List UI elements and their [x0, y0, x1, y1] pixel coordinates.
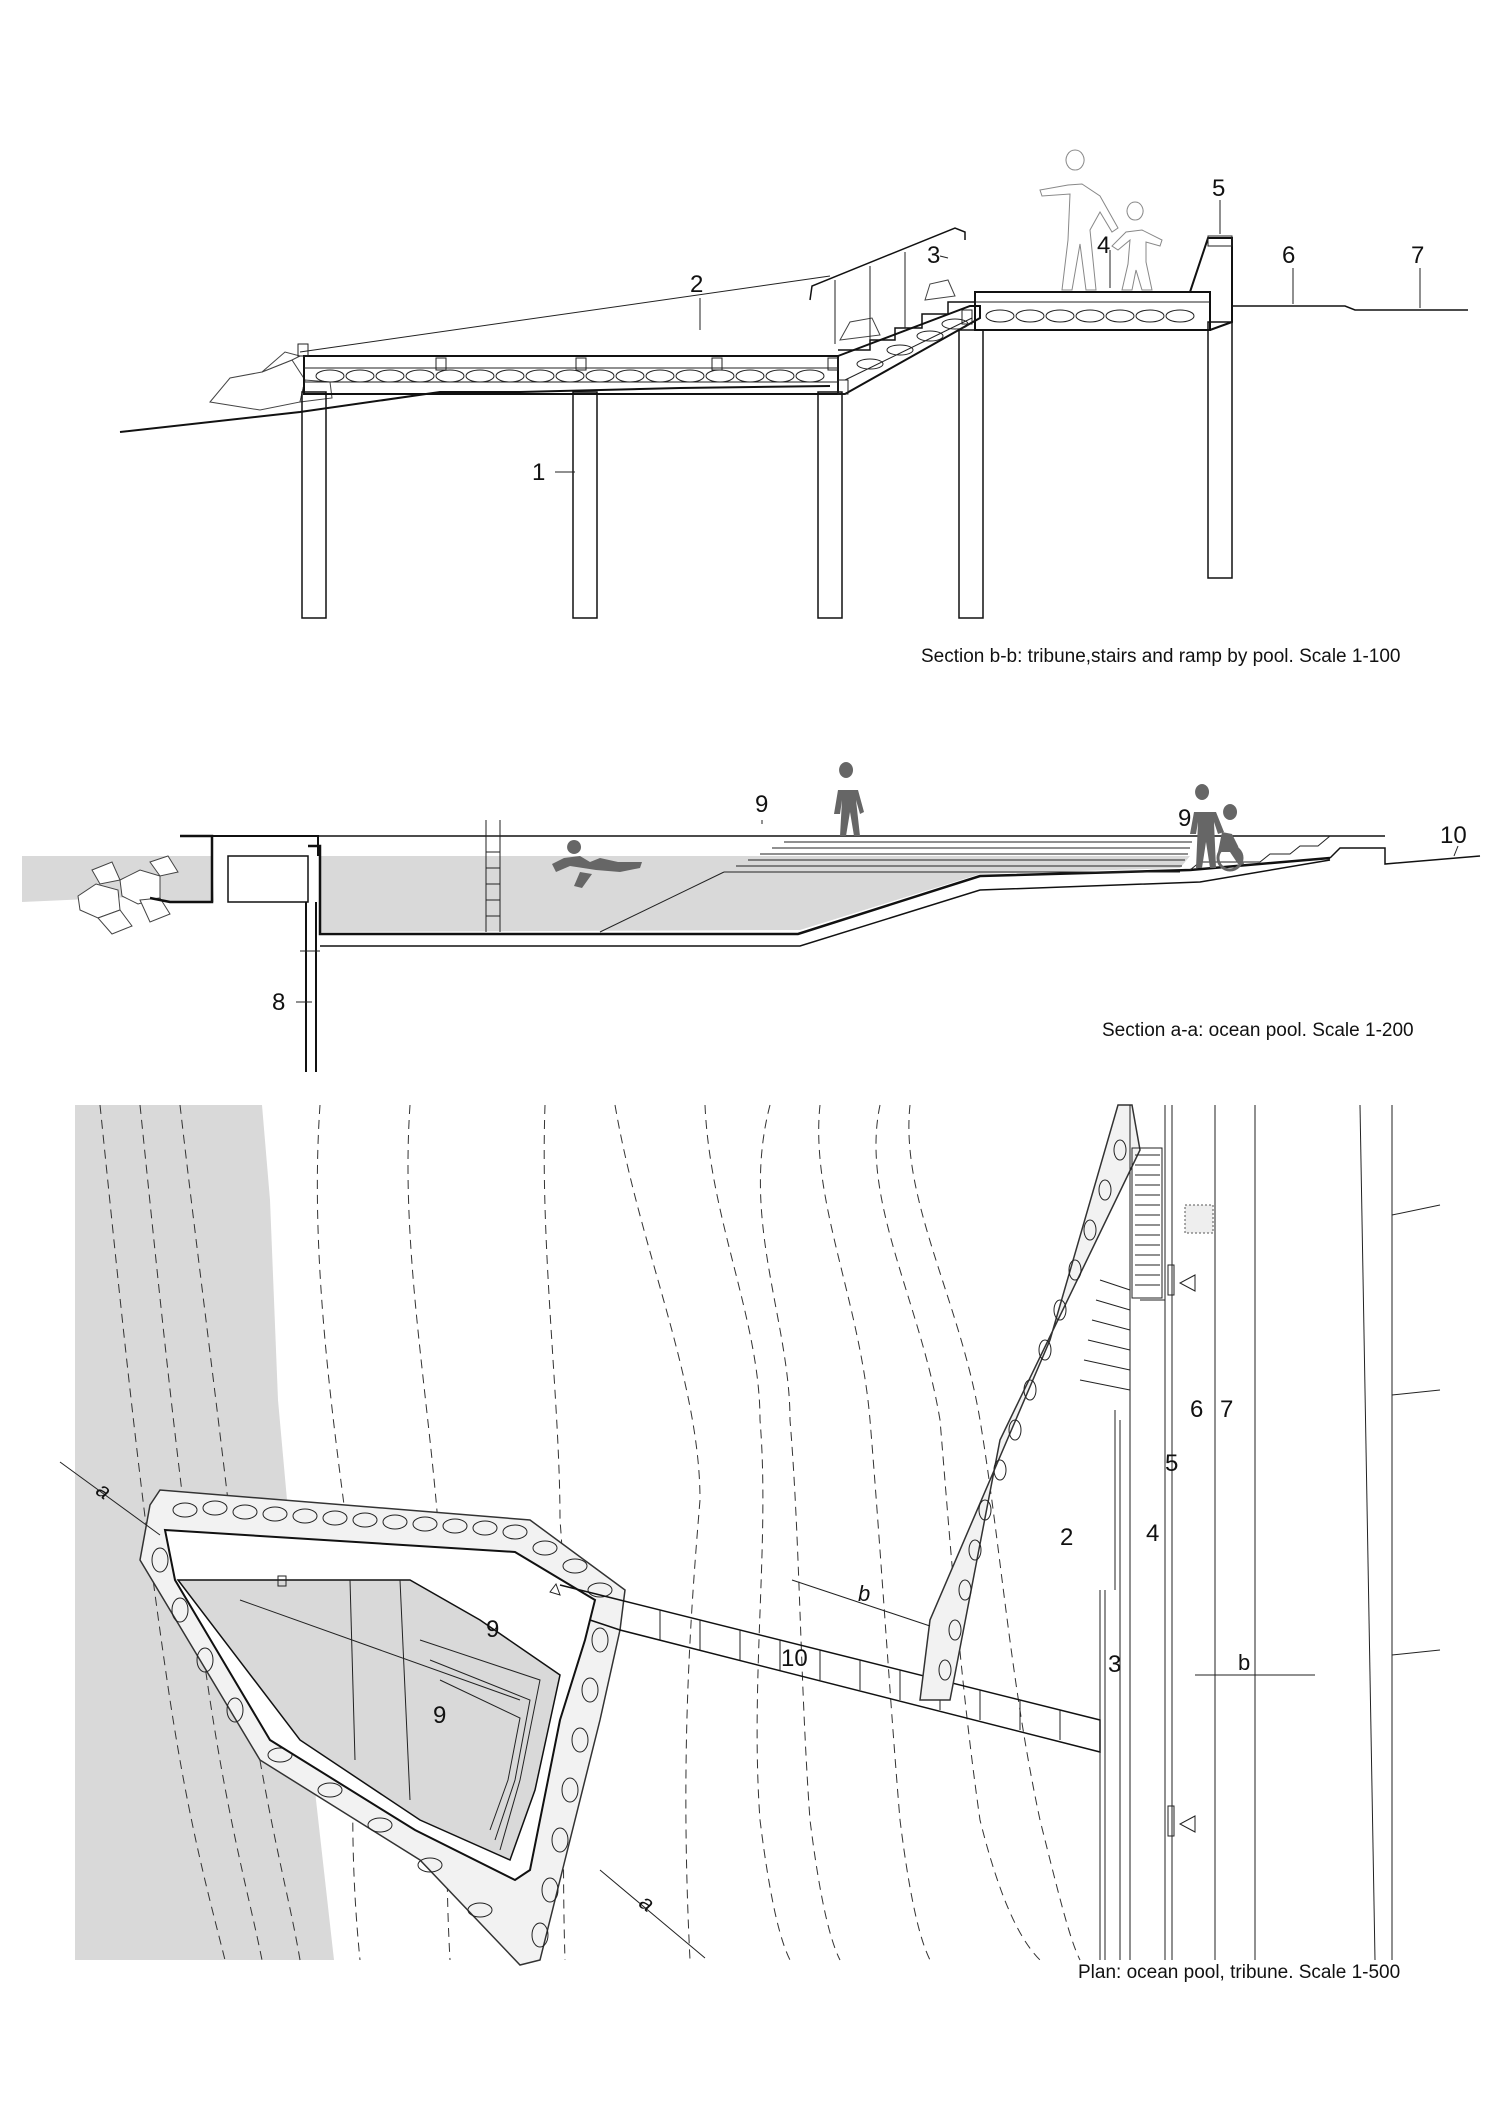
callout-9-b: 9: [1178, 805, 1191, 832]
coastal-stone-band: [919, 1104, 1141, 1701]
callout-2: 2: [690, 271, 703, 298]
coastal-stone-texture: [938, 1139, 1127, 1681]
plan-callout-5: 5: [1165, 1450, 1178, 1477]
piles: [301, 321, 1233, 619]
cut-marker-b-right: b: [1238, 1650, 1250, 1675]
callout-6: 6: [1282, 242, 1295, 269]
rocks: [209, 351, 333, 411]
plan-callout-9-large: 9: [433, 1702, 446, 1729]
plan-pool-water: [176, 1579, 561, 1862]
shore-rocks: [77, 855, 179, 935]
callout-8: 8: [272, 989, 285, 1016]
plan-callout-3: 3: [1108, 1651, 1121, 1678]
plan-callout-9-small: 9: [486, 1616, 499, 1643]
plan-callout-2: 2: [1060, 1524, 1073, 1551]
plan-callout-6: 6: [1190, 1396, 1203, 1423]
section-bb-leaders: [555, 200, 1421, 473]
callout-4: 4: [1097, 232, 1110, 259]
people-silhouettes: [1039, 149, 1163, 291]
stairs: [838, 279, 976, 351]
road-line: [1232, 305, 1468, 311]
section-aa-caption: Section a-a: ocean pool. Scale 1-200: [1102, 1020, 1414, 1041]
swimmer-silhouette: [552, 840, 642, 888]
wheelchair-group-silhouette: [1190, 784, 1244, 872]
promenade-lines: [1099, 1104, 1441, 1961]
callout-10: 10: [1440, 822, 1467, 849]
upper-deck: [974, 291, 1211, 331]
cut-lines: [59, 1461, 1315, 1959]
plan-caption: Plan: ocean pool, tribune. Scale 1-500: [1078, 1962, 1400, 1983]
direction-markers: [1167, 1264, 1196, 1837]
pool-floor-lines: [239, 1575, 541, 1851]
ground-line: [119, 385, 831, 433]
lower-deck: [297, 343, 839, 395]
plan: a a b b 2 3 4 5 6 7 9 9 10 Plan: ocean p…: [59, 1104, 1441, 1983]
plan-callout-4: 4: [1146, 1520, 1159, 1547]
hatch-patch: [1184, 1204, 1214, 1234]
callout-3: 3: [927, 242, 940, 269]
ladder: [485, 820, 501, 932]
pool-structure: [149, 834, 1481, 1072]
handrail: [299, 227, 966, 353]
section-bb: 1 2 3 4 5 6 7 Section b-b: tribune,stair…: [119, 149, 1468, 667]
cut-marker-a-bottom: a: [635, 1889, 659, 1917]
walkway: [559, 1584, 1101, 1753]
standing-person-silhouette: [834, 762, 864, 836]
contour-lines: [99, 1104, 1081, 1961]
callout-7: 7: [1411, 242, 1424, 269]
section-bb-caption: Section b-b: tribune,stairs and ramp by …: [921, 646, 1401, 667]
callout-9-a: 9: [755, 791, 768, 818]
bench-wall: [1189, 235, 1233, 331]
stone-texture: [151, 1500, 613, 1948]
callout-5: 5: [1212, 175, 1225, 202]
plan-callout-10: 10: [781, 1645, 808, 1672]
callout-1: 1: [532, 459, 545, 486]
section-aa-leaders: [296, 820, 1459, 1003]
cut-marker-b-left: b: [858, 1581, 870, 1606]
section-aa: 8 9 9 10 Section a-a: ocean pool. Scale …: [22, 762, 1481, 1072]
pool-water: [320, 856, 1190, 932]
plan-callout-7: 7: [1220, 1396, 1233, 1423]
